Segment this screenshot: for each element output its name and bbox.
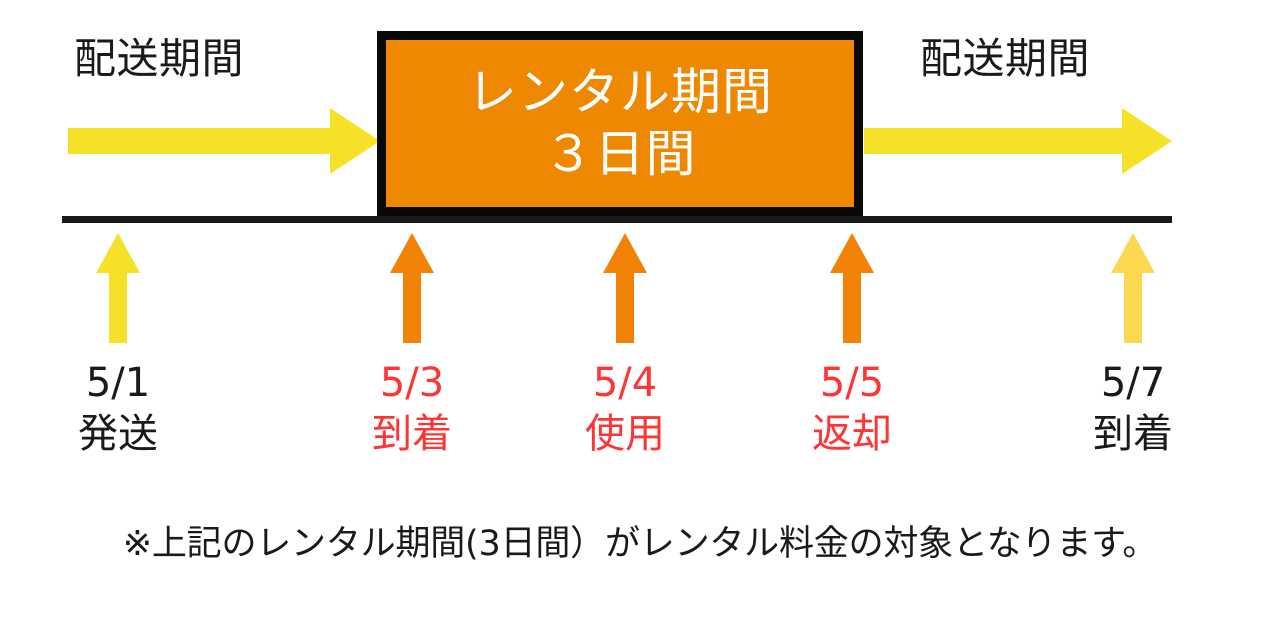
event-name-arrive2: 到着 bbox=[1093, 411, 1173, 458]
event-name-use: 使用 bbox=[585, 411, 665, 458]
event-date-arrive2: 5/7 bbox=[1100, 360, 1166, 406]
shipping-return-arrow-icon bbox=[864, 108, 1172, 174]
rental-fee-footnote: ※上記のレンタル期間(3日間）がレンタル料金の対象となります。 bbox=[122, 524, 1158, 564]
event-date-return: 5/5 bbox=[819, 360, 885, 406]
event-date-arrive: 5/3 bbox=[379, 360, 445, 406]
shipping-out-arrow-icon bbox=[68, 108, 380, 174]
event-label-ship: 5/1 発送 bbox=[18, 358, 218, 460]
delivery-period-caption-right: 配送期間 bbox=[920, 34, 1091, 83]
event-name-arrive: 到着 bbox=[372, 411, 452, 458]
event-label-use: 5/4 使用 bbox=[525, 358, 725, 460]
event-arrow-use bbox=[603, 233, 647, 343]
event-arrow-return bbox=[830, 233, 874, 343]
event-arrow-ship bbox=[96, 233, 140, 343]
event-label-arrive2: 5/7 到着 bbox=[1033, 358, 1233, 460]
event-name-return: 返却 bbox=[812, 411, 892, 458]
event-date-ship: 5/1 bbox=[85, 360, 151, 406]
delivery-period-caption-left: 配送期間 bbox=[74, 34, 245, 83]
rental-period-duration: ３日間 bbox=[543, 124, 697, 183]
rental-period-box: レンタル期間 ３日間 bbox=[377, 31, 863, 216]
event-arrow-arrive2 bbox=[1111, 233, 1155, 343]
event-name-ship: 発送 bbox=[78, 411, 158, 458]
event-arrow-arrive bbox=[390, 233, 434, 343]
event-label-return: 5/5 返却 bbox=[752, 358, 952, 460]
event-date-use: 5/4 bbox=[592, 360, 658, 406]
event-label-arrive: 5/3 到着 bbox=[312, 358, 512, 460]
rental-period-title: レンタル期間 bbox=[467, 63, 773, 121]
timeline-baseline bbox=[62, 216, 1172, 223]
